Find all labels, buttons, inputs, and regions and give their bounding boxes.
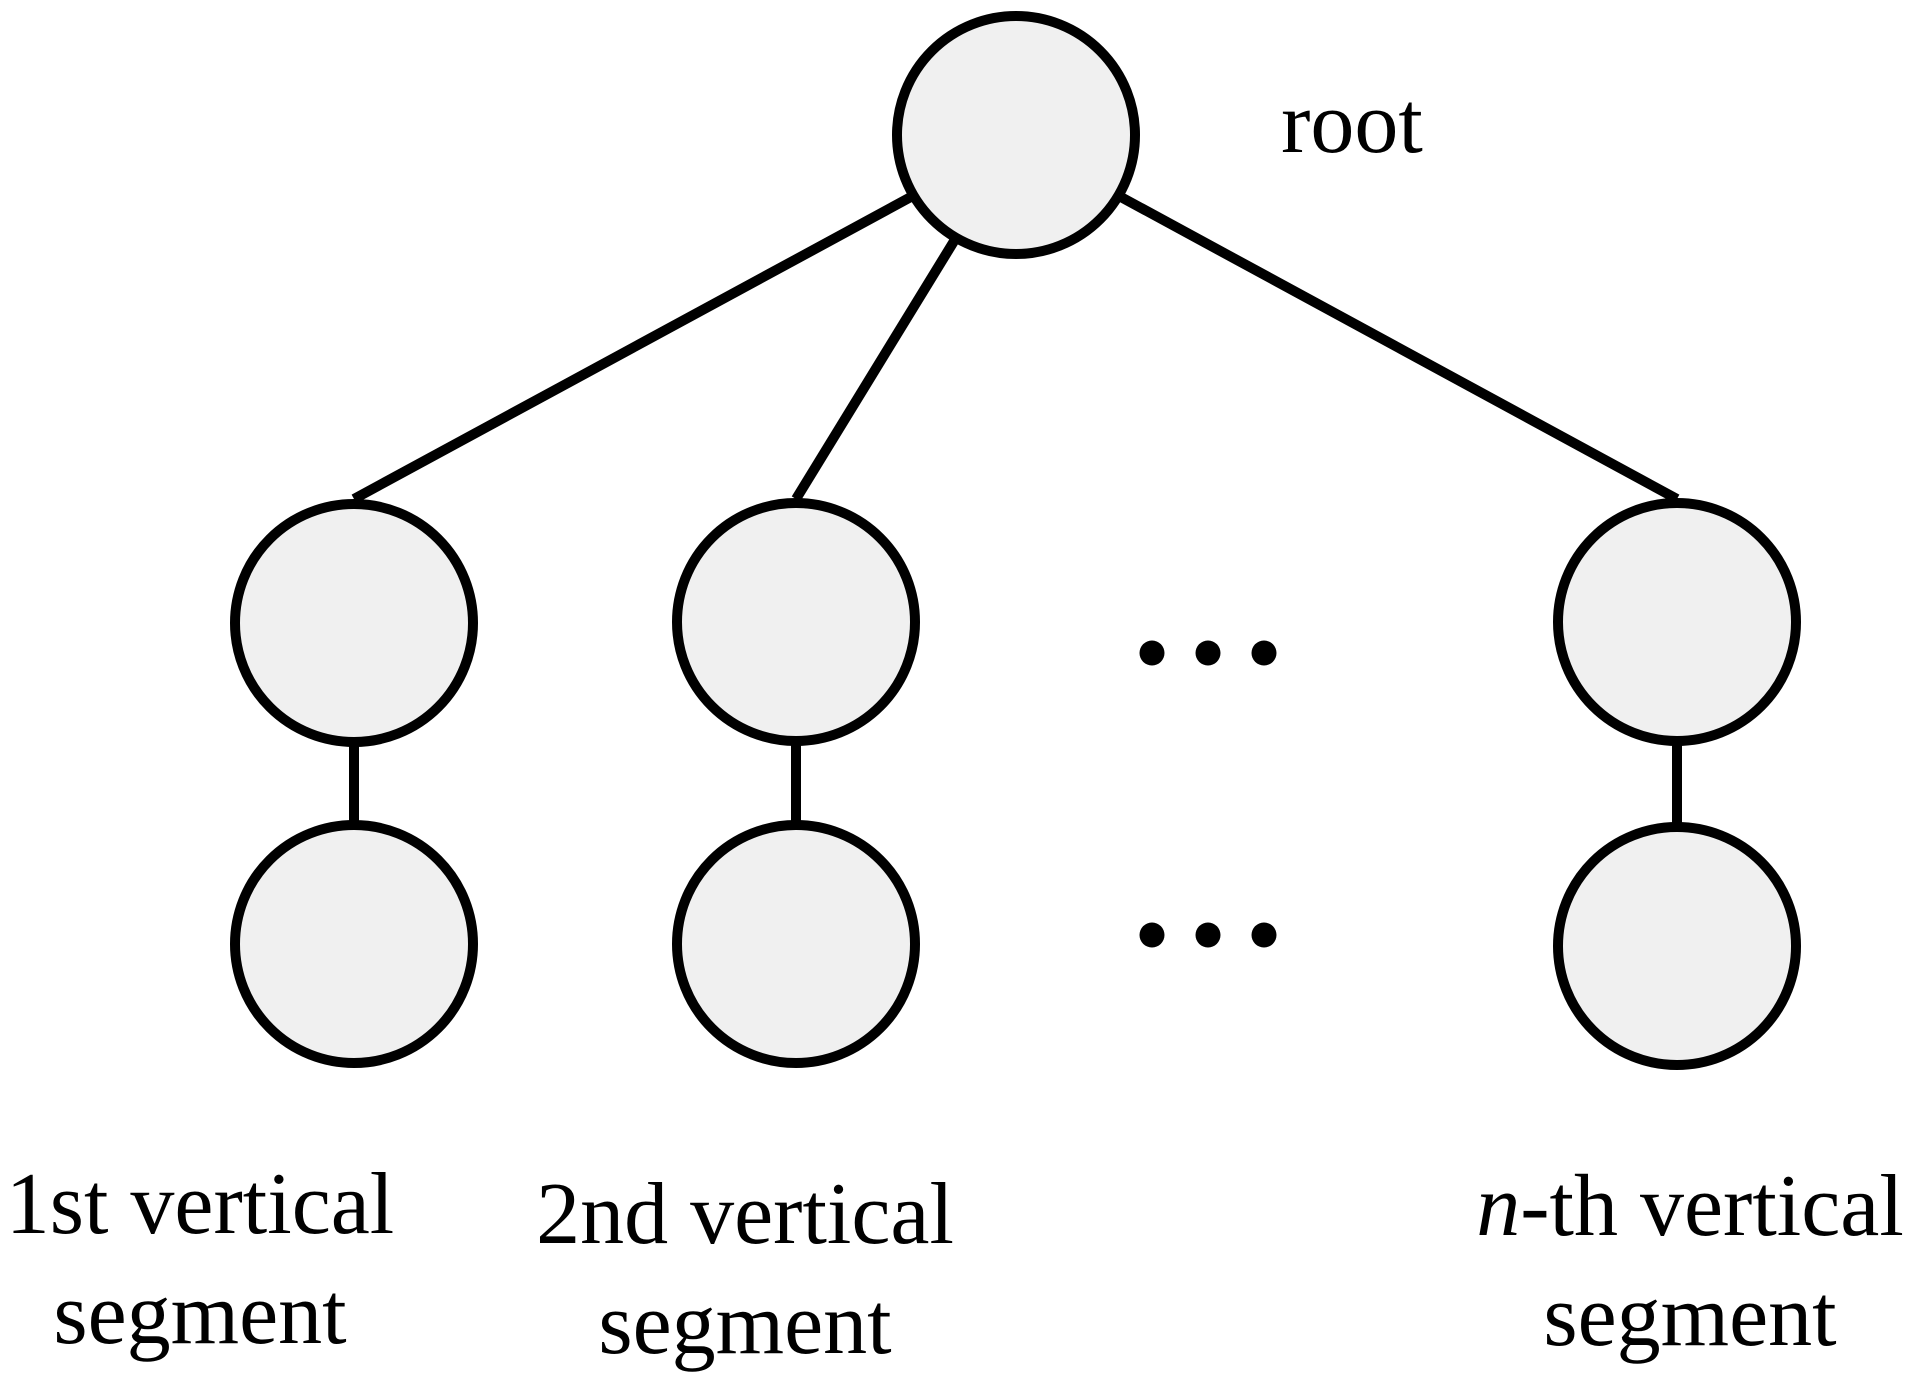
- label-segment-1: 1st vertical segment: [6, 1150, 395, 1370]
- segment-connectors: [349, 622, 1682, 946]
- edge-root-to-segment-n: [1013, 135, 1680, 504]
- segment-2-upper-node: [672, 498, 920, 746]
- nodes: [230, 11, 1801, 1070]
- label-segment-n-line2: segment: [1543, 1268, 1837, 1365]
- ellipsis-dot: [1251, 640, 1277, 666]
- segment-1-lower-node: [230, 820, 478, 1068]
- label-segment-1-line1-text: 1st vertical: [5, 1156, 395, 1253]
- ellipsis-dot: [1251, 922, 1277, 948]
- label-segment-2-line2: segment: [598, 1276, 892, 1373]
- segment-n-lower-node: [1553, 822, 1801, 1070]
- label-segment-1-line2: segment: [53, 1266, 347, 1363]
- edge-root-to-segment-1: [351, 135, 1019, 504]
- label-segment-n-italic-lead: n: [1476, 1158, 1521, 1255]
- label-segment-n-line1: n-th vertical: [1476, 1152, 1904, 1262]
- label-segment-n-line1-text: -th vertical: [1520, 1158, 1904, 1255]
- label-root: root: [1281, 75, 1423, 172]
- segment-1-upper-node: [230, 499, 478, 747]
- ellipsis-row-lower-icon: [1139, 922, 1277, 948]
- label-segment-2-line1: 2nd vertical: [536, 1160, 954, 1270]
- root-node: [892, 11, 1140, 259]
- ellipsis-dot: [1195, 922, 1221, 948]
- segment-2-lower-node: [672, 820, 920, 1068]
- label-segment-2: 2nd vertical segment: [536, 1160, 954, 1380]
- segment-n-upper-node: [1553, 498, 1801, 746]
- label-segment-n: n-th vertical segment: [1476, 1152, 1904, 1372]
- ellipsis-dot: [1139, 922, 1165, 948]
- label-segment-2-line1-text: 2nd vertical: [536, 1166, 954, 1263]
- ellipsis-dot: [1195, 640, 1221, 666]
- ellipsis-row-upper-icon: [1139, 640, 1277, 666]
- label-segment-1-line1: 1st vertical: [6, 1150, 395, 1260]
- ellipsis-dot: [1139, 640, 1165, 666]
